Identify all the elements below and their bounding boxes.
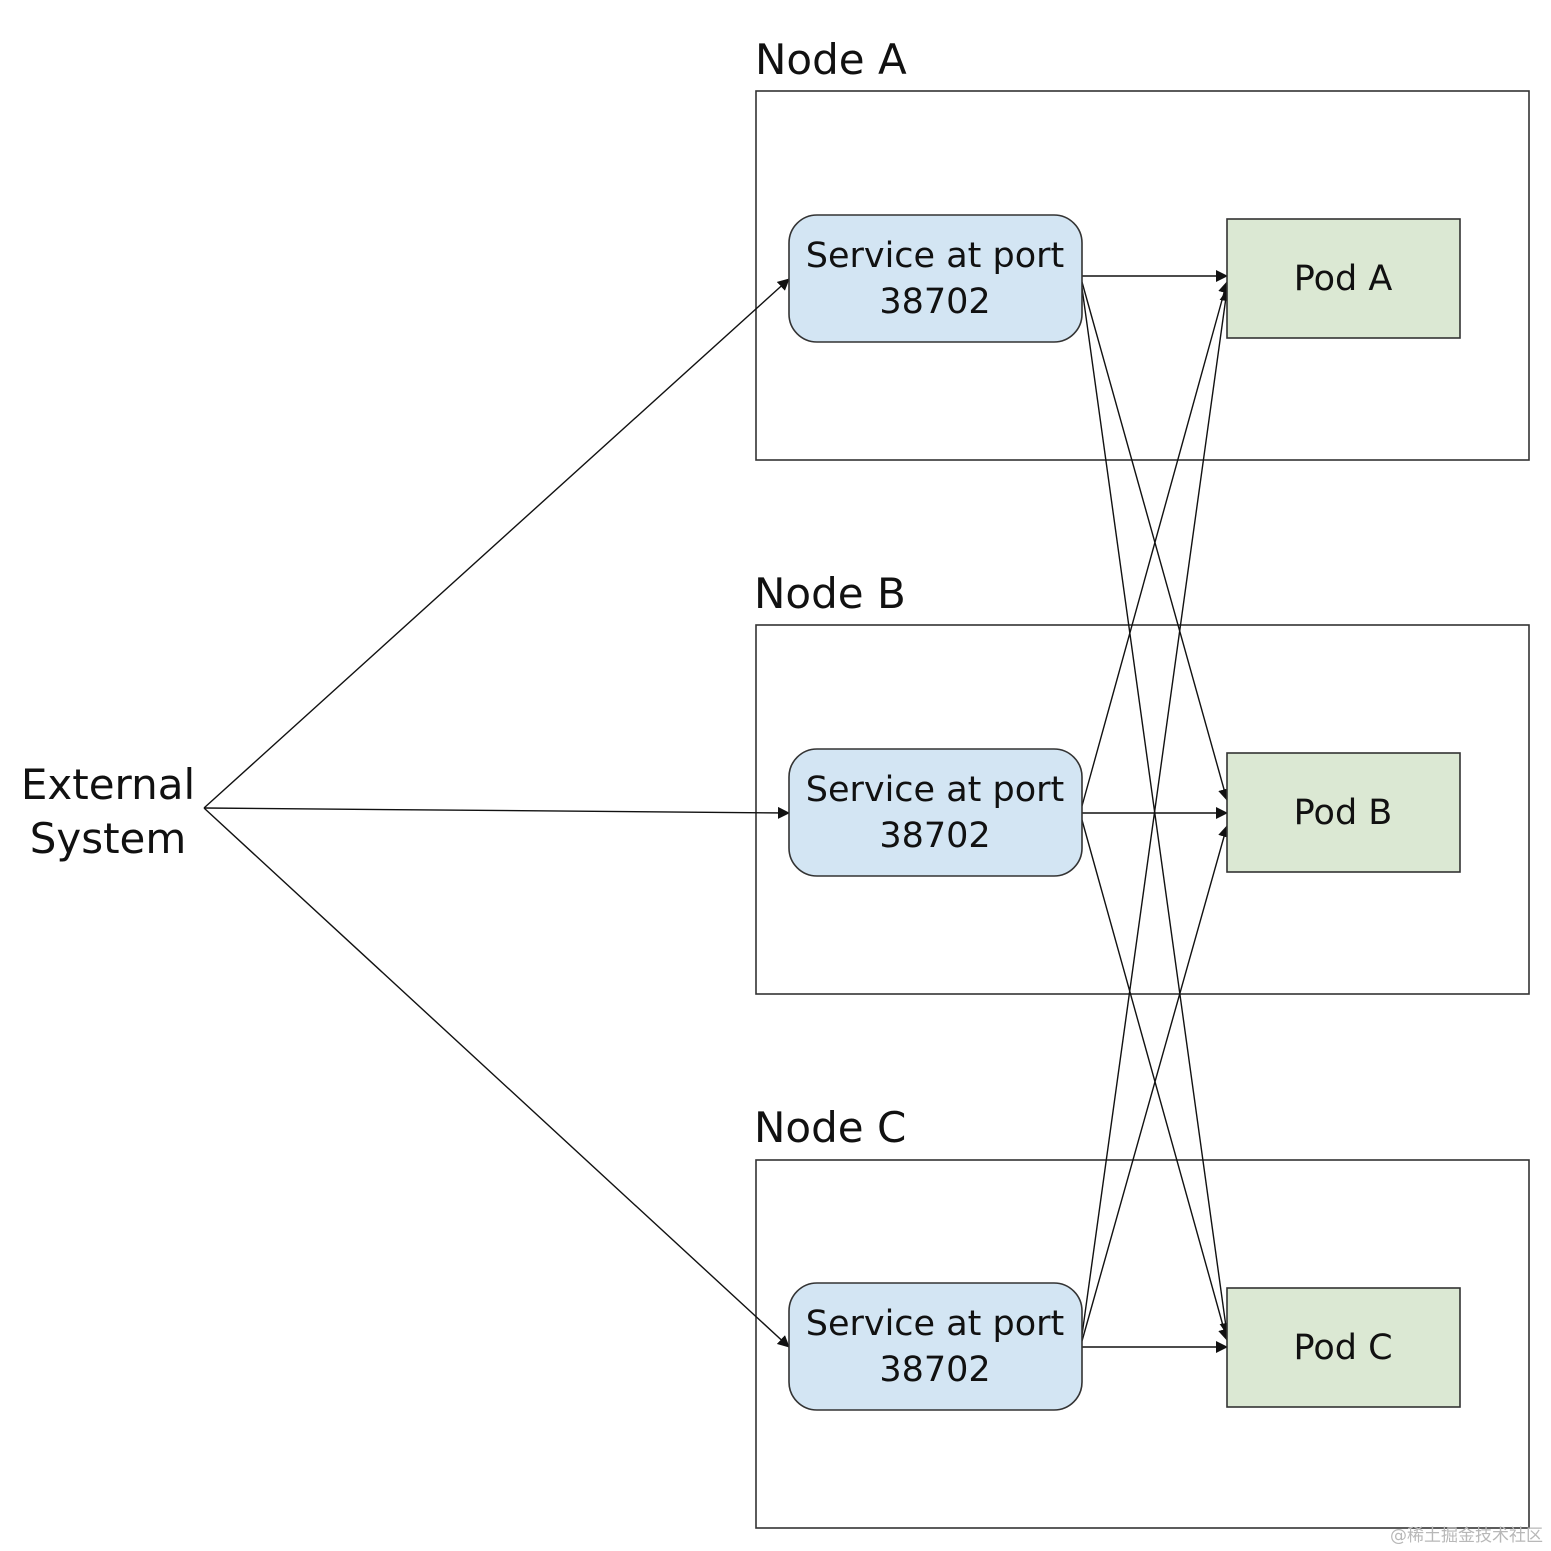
pod-c-label: Pod C (1293, 1328, 1392, 1368)
edge-service-b-to-pod-a (1081, 281, 1230, 807)
service-a-label-line2: 38702 (879, 282, 990, 322)
node-c-label: Node C (754, 1103, 906, 1152)
pod-a-label: Pod A (1294, 259, 1393, 299)
service-c-label-line2: 38702 (879, 1350, 990, 1390)
pod-b-box (1226, 752, 1461, 873)
edge-external-to-service-b (203, 806, 790, 819)
edge-service-c-to-pod-a (1081, 289, 1232, 1336)
service-c-label-line1: Service at port (806, 1304, 1065, 1344)
pod-b-label: Pod B (1294, 793, 1393, 833)
node-a-label: Node A (755, 35, 907, 84)
edge-service-b-to-pod-c (1081, 819, 1230, 1341)
pod-a-box (1226, 218, 1461, 339)
external-system-label-line1: External (21, 760, 195, 809)
service-c-box (788, 1282, 1083, 1411)
service-b-label-line2: 38702 (879, 816, 990, 856)
edge-service-a-to-pod-b (1081, 281, 1230, 801)
watermark-text: @稀土掘金技术社区 (1390, 1526, 1543, 1546)
pod-c-box (1226, 1287, 1461, 1408)
edge-external-to-service-a (203, 278, 790, 809)
service-b-label-line1: Service at port (806, 770, 1065, 810)
node-b-label: Node B (754, 569, 906, 618)
edge-service-c-to-pod-b (1081, 825, 1230, 1342)
external-system-label-line2: System (30, 814, 187, 863)
service-b-box (788, 748, 1083, 877)
service-a-box (788, 214, 1083, 343)
edge-external-to-service-c (203, 807, 790, 1348)
service-a-label-line1: Service at port (806, 236, 1065, 276)
